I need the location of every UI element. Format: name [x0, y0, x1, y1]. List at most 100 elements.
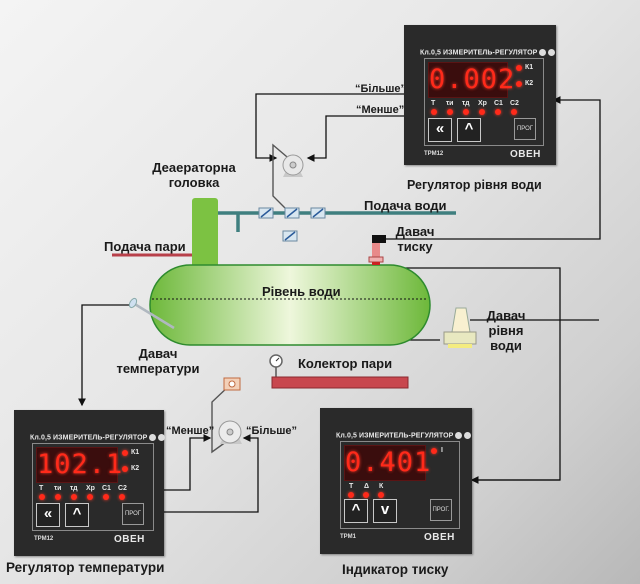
water-pipes: [216, 211, 456, 232]
indicator-led: [495, 109, 501, 115]
label-level-sensor-line3: води: [490, 338, 522, 353]
down-button[interactable]: v: [373, 499, 397, 523]
indicator-label: Δ: [364, 483, 370, 490]
label-temp-sensor: Давач температури: [110, 346, 206, 376]
wire-pressure: [384, 96, 601, 240]
relay-led-k1: [122, 450, 128, 456]
relay-led-k2: [516, 81, 522, 87]
label-more-top: “Більше”: [355, 83, 406, 95]
indicator-led: [511, 109, 517, 115]
label-level-sensor: Давач рівня води: [480, 308, 532, 353]
indicator-label: τд: [70, 485, 78, 492]
indicator-led: [71, 494, 77, 500]
indicator-led: [431, 109, 437, 115]
water-valves: [258, 207, 326, 242]
indicator-led: [87, 494, 93, 500]
owen-logo: ОВЕН: [510, 149, 541, 160]
steam-collector: [271, 376, 409, 389]
label-steam-supply: Подача пари: [104, 239, 186, 254]
up-button[interactable]: ^: [344, 499, 368, 523]
indicator-label: С1: [494, 100, 503, 107]
pressure-sensor-icon: [368, 235, 386, 265]
steam-valve-icon: [223, 377, 241, 391]
caption-temp-regulator: Регулятор температури: [6, 560, 165, 575]
label-deaerator-head-line1: Деаераторна: [152, 160, 236, 175]
led-display: 0.401: [344, 445, 432, 481]
label-water-supply: Подача води: [364, 198, 447, 213]
display-value: 102.1: [37, 449, 124, 480]
indicator-label: С2: [118, 485, 127, 492]
shift-left-button[interactable]: «: [428, 118, 452, 142]
device-header: Кл.0,5 ИЗМЕРИТЕЛЬ-РЕГУЛЯТОР: [30, 434, 166, 441]
indicator-led: [119, 494, 125, 500]
indicator-led: [363, 492, 369, 498]
label-pressure-sensor-line1: Давач: [395, 224, 435, 239]
label-pressure-sensor: Давач тиску: [390, 224, 440, 254]
relay-led-k2: [122, 466, 128, 472]
device-pressure-indicator: Кл.0,5 ИЗМЕРИТЕЛЬ-РЕГУЛЯТОР 0.401 I Т Δ …: [320, 408, 472, 554]
label-level-sensor-line2: рівня: [488, 323, 524, 338]
device-header: Кл.0,5 ИЗМЕРИТЕЛЬ-РЕГУЛЯТОР: [420, 49, 556, 56]
indicator-label: τд: [462, 100, 470, 107]
shift-left-button[interactable]: «: [36, 503, 60, 527]
linkage-bottom: [211, 384, 231, 454]
indicator-led: [479, 109, 485, 115]
indicator-label: Т: [431, 100, 436, 107]
temp-sensor-icon: [128, 297, 175, 330]
device-model: ТРМ12: [34, 536, 54, 542]
indicator-label: С1: [102, 485, 111, 492]
display-value: 0.401: [345, 447, 432, 478]
prog-button[interactable]: ПРОГ: [514, 118, 536, 140]
indicator-label: τи: [54, 485, 62, 492]
indicator-label: τи: [446, 100, 454, 107]
indicator-label: Т: [39, 485, 44, 492]
label-steam-collector: Колектор пари: [298, 356, 393, 371]
wire-more-bottom: [160, 434, 259, 513]
indicator-led: [348, 492, 354, 498]
indicator-led: [39, 494, 45, 500]
relay-led-k2-label: К2: [131, 465, 140, 472]
display-value: 0.002: [429, 64, 516, 95]
label-water-level: Рівень води: [262, 284, 341, 299]
device-model: ТРМ1: [340, 534, 356, 540]
caption-level-regulator: Регулятор рівня води: [407, 178, 542, 192]
indicator-label: Т: [349, 483, 354, 490]
label-less-bottom: “Менше”: [166, 425, 215, 437]
prog-button[interactable]: ПРОГ.: [430, 499, 452, 521]
pressure-gauge-icon: [269, 354, 283, 378]
indicator-label: К: [379, 483, 384, 490]
motor-top-icon: [282, 154, 304, 177]
indicator-label: Хр: [86, 485, 95, 492]
indicator-label: С2: [510, 100, 519, 107]
device-temp-regulator: Кл.0,5 ИЗМЕРИТЕЛЬ-РЕГУЛЯТОР 102.1 К1 К2 …: [14, 410, 166, 556]
status-led: [431, 448, 437, 454]
owen-logo: ОВЕН: [114, 534, 145, 545]
indicator-led: [463, 109, 469, 115]
label-deaerator-head-line2: головка: [168, 175, 220, 190]
owen-logo: ОВЕН: [424, 532, 455, 543]
motor-bottom-icon: [218, 420, 242, 444]
prog-button[interactable]: ПРОГ: [122, 503, 144, 525]
indicator-led: [378, 492, 384, 498]
level-sensor-icon: [443, 307, 477, 348]
indicator-led: [55, 494, 61, 500]
led-display: 102.1: [36, 447, 124, 483]
wire-less-top: [306, 115, 420, 162]
indicator-led: [447, 109, 453, 115]
label-temp-sensor-line2: температури: [116, 361, 200, 376]
caption-pressure-indicator: Індикатор тиску: [342, 562, 449, 577]
device-frame: [340, 441, 460, 529]
up-button[interactable]: ^: [65, 503, 89, 527]
up-button[interactable]: ^: [457, 118, 481, 142]
label-pressure-sensor-line2: тиску: [397, 239, 433, 254]
indicator-led: [103, 494, 109, 500]
label-deaerator-head: Деаераторна головка: [144, 160, 244, 190]
device-header: Кл.0,5 ИЗМЕРИТЕЛЬ-РЕГУЛЯТОР: [336, 432, 472, 439]
wire-temp: [78, 304, 130, 407]
device-level-regulator: Кл.0,5 ИЗМЕРИТЕЛЬ-РЕГУЛЯТОР 0.002 К1 К2 …: [404, 25, 556, 165]
wire-less-bottom: [162, 434, 212, 491]
device-frame: [424, 58, 544, 146]
deaerator-head: [192, 198, 218, 270]
relay-led-k1-label: К1: [525, 64, 534, 71]
